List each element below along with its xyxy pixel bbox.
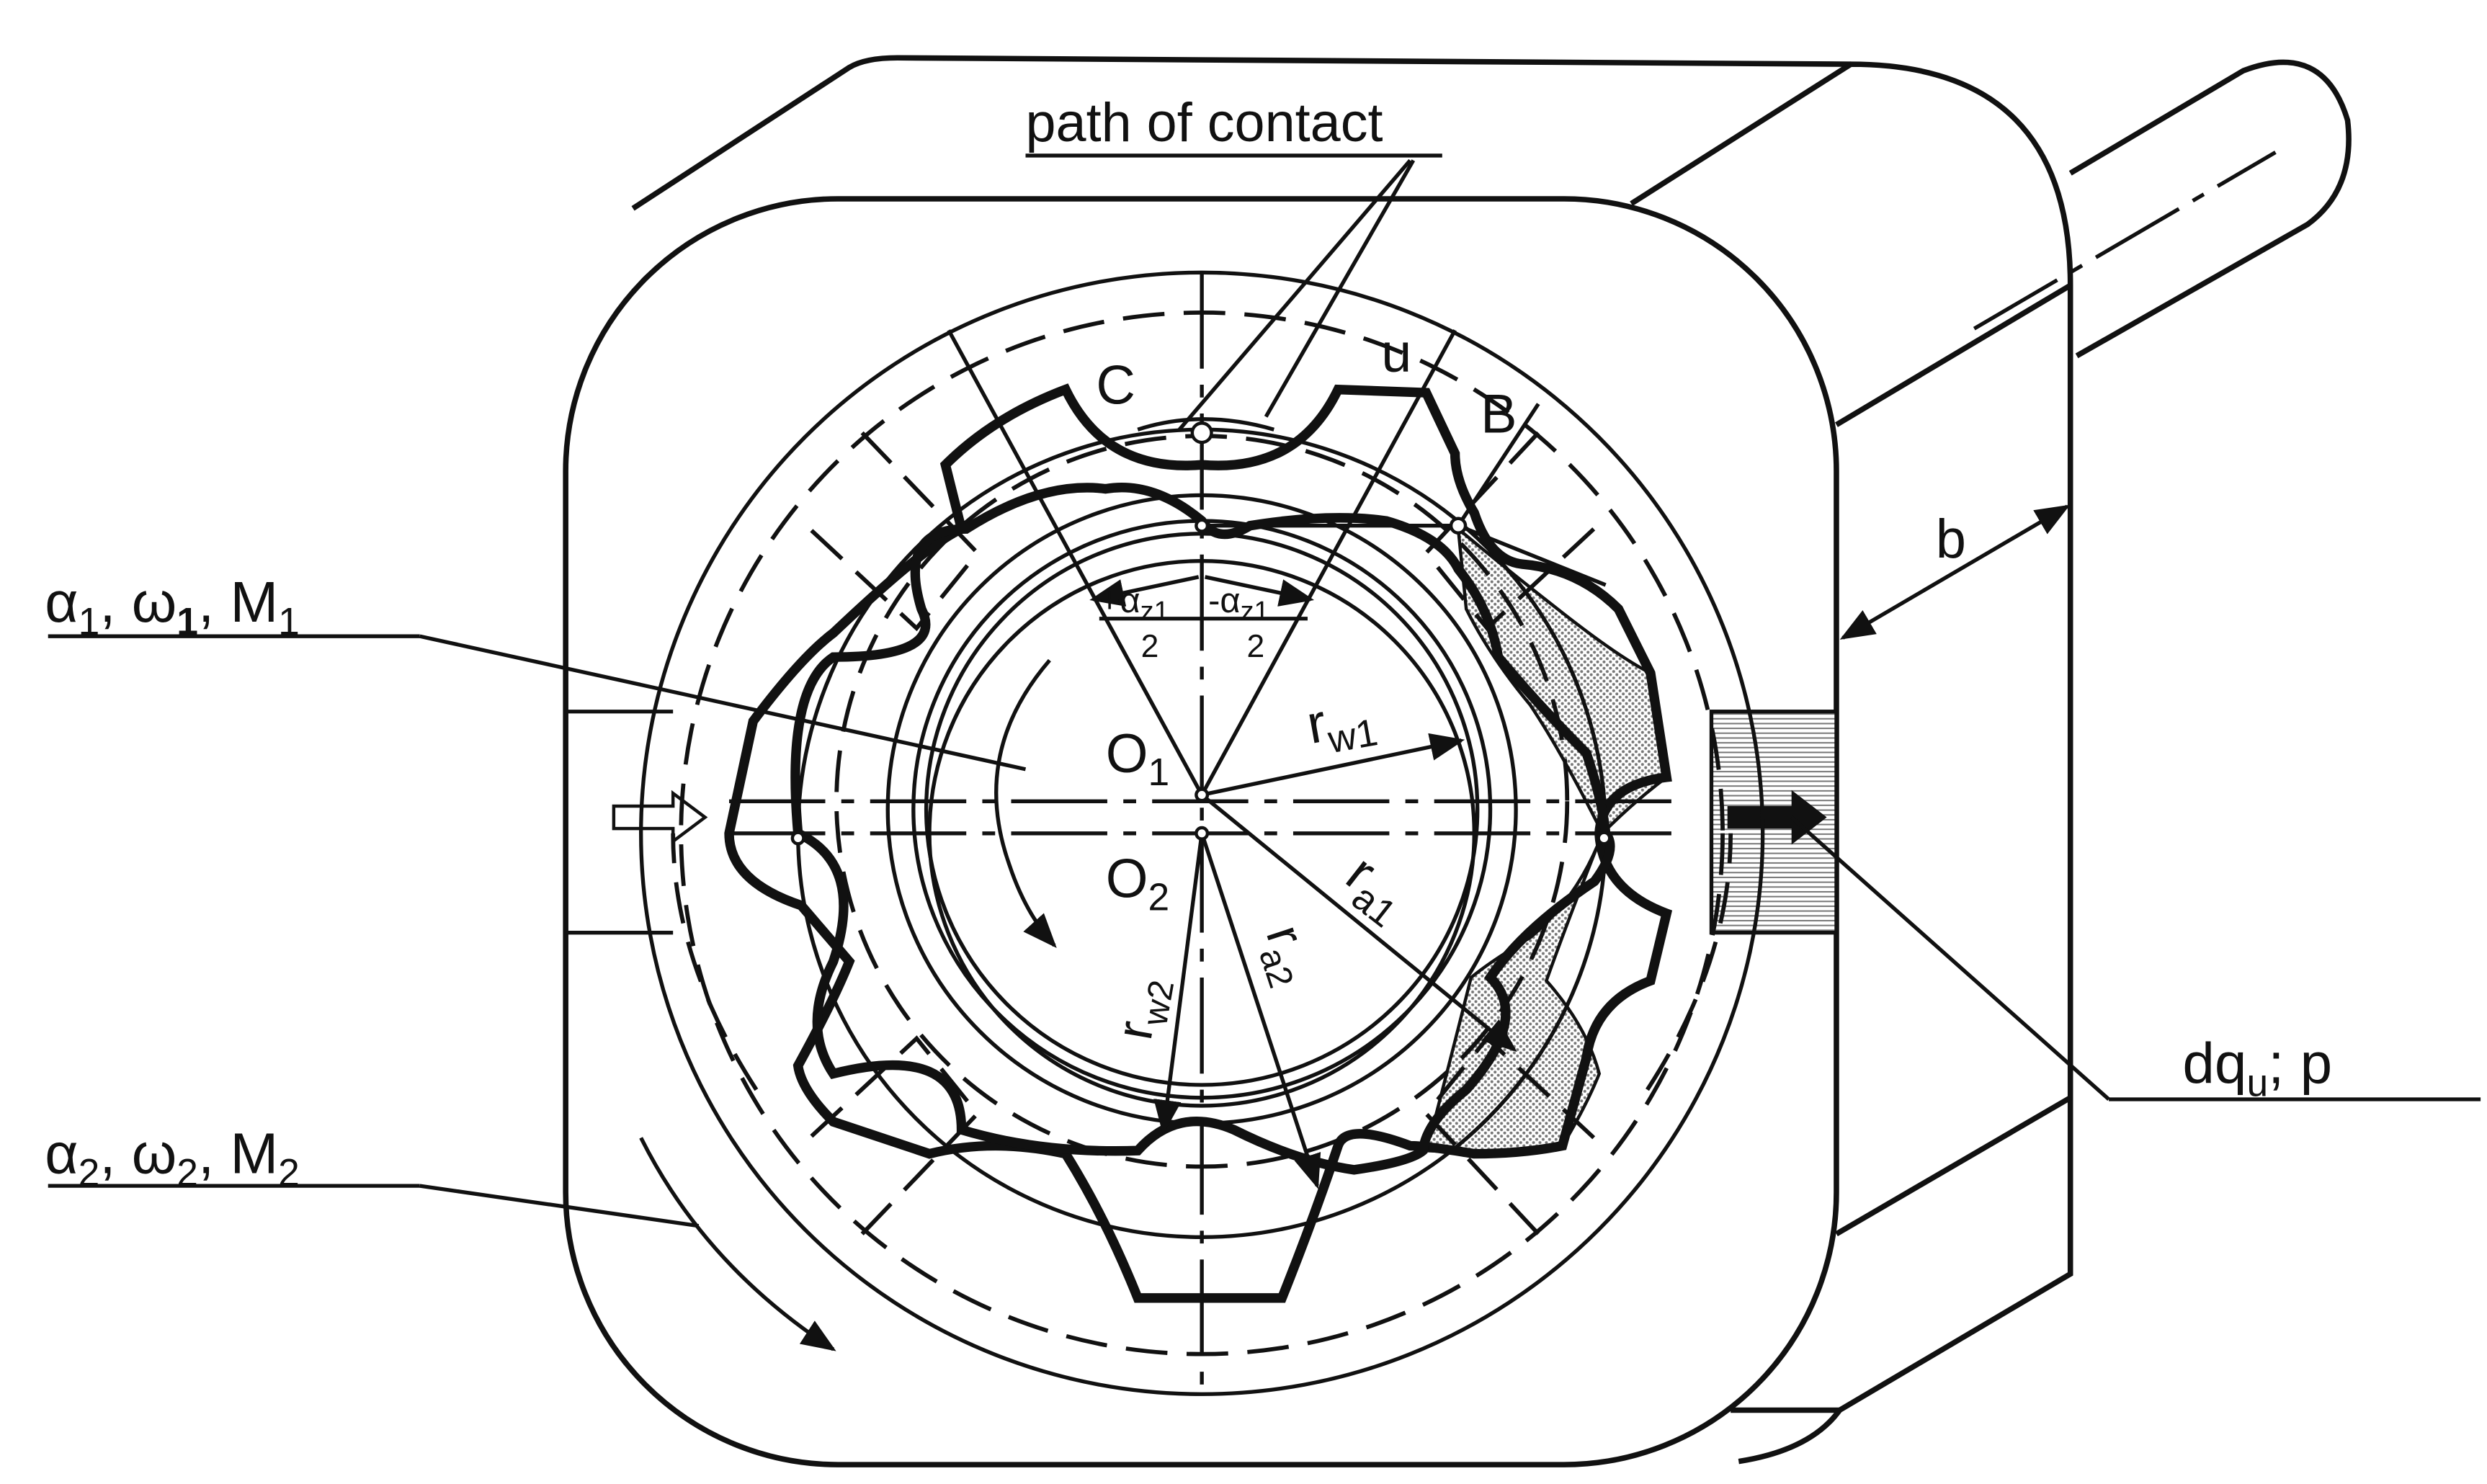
radius-a2-label: ra2 [1246,918,1326,993]
plus-half-angle-den: 2 [1141,629,1159,664]
radius-w2-label: rw2 [1106,973,1182,1045]
ring-params-label: α2,ω2,M2 [45,1121,300,1194]
inlet-arrow [612,790,708,845]
point-b-label: B [1481,385,1517,445]
suction-port [566,710,708,935]
path-of-contact-label: path of contact [1026,93,1383,153]
plus-half-angle-label: +αz1 [1099,581,1169,627]
center-o1-label: O1 [1106,724,1170,794]
driven-params-label: α1,ω1,M1 [45,570,300,643]
flow-pressure-label: dqu; p [2182,1032,2332,1105]
point-c-label: C [1096,356,1135,416]
outlet-arrow [1727,790,1827,845]
width-b-label: b [1936,509,1966,570]
path-of-contact-arc [1137,417,1275,432]
radius-w1-label: rw1 [1303,684,1381,765]
leader-lines [48,153,2481,1228]
drive-shaft [1973,59,2352,359]
inner-rotor [790,483,1615,1175]
sealing-segments [671,431,1733,1235]
radius-a1-label: ra1 [1330,844,1421,936]
contact-points [790,421,1612,846]
rotation-arrows [639,658,1057,1351]
pressure-port [1709,710,1839,935]
point-u-label: u [1381,323,1411,384]
center-o2-label: O2 [1106,849,1170,919]
minus-half-angle-label: -αz1 [1208,581,1269,627]
construction-lines [947,329,1607,1189]
minus-half-angle-den: 2 [1246,629,1264,664]
